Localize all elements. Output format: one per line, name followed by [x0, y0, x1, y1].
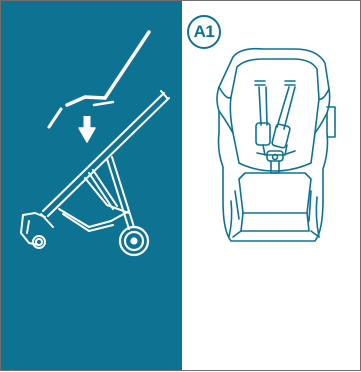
stroller-panel	[1, 1, 182, 370]
rear-wheel-icon	[120, 227, 148, 255]
stroller-frame-icon	[1, 1, 182, 372]
seat-panel: A1	[182, 1, 360, 370]
step-badge-label: A1	[194, 22, 215, 42]
seat-bar-icon	[49, 32, 149, 127]
front-wheel-icon	[21, 213, 45, 248]
seat-fabric-with-harness-icon	[211, 41, 341, 251]
down-arrow-icon	[79, 116, 95, 142]
frame-tubes-icon	[41, 93, 169, 231]
